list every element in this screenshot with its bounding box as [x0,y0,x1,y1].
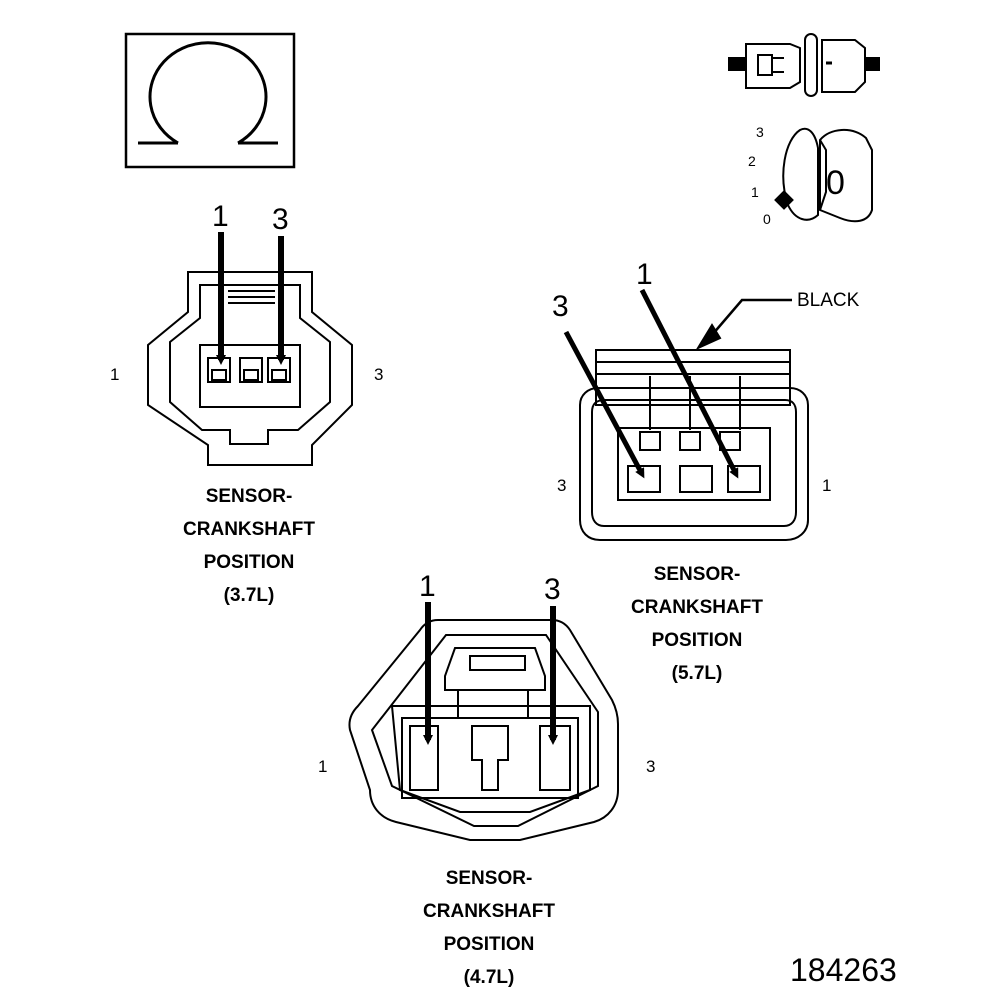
c57-side-label-right: 1 [822,476,832,495]
c47-caption-line: (4.7L) [463,967,515,988]
c57-caption-line: CRANKSHAFT [631,597,763,618]
c47-arrow-label-left: 1 [419,570,436,603]
c37-caption-line: POSITION [203,552,295,573]
c47-caption: SENSOR- CRANKSHAFT POSITION (4.7L) [389,862,589,994]
c47-caption-line: SENSOR- [445,868,533,889]
c57-arrow-label-left: 3 [552,290,569,323]
connector-5-7l [563,288,809,541]
c37-caption-line: CRANKSHAFT [183,519,315,540]
ignition-position-0: 0 [763,211,771,227]
figure-number: 184263 [790,952,897,988]
ignition-position-2: 2 [748,153,756,169]
c37-caption-line: SENSOR- [205,486,293,507]
c57-color-label: BLACK [797,290,860,311]
c47-side-label-left: 1 [318,757,328,776]
ignition-position-3: 3 [756,124,764,140]
c57-caption-line: SENSOR- [653,564,741,585]
c37-arrow-label-left: 1 [212,200,229,233]
ignition-key-icon [774,127,873,223]
ignition-position-1: 1 [751,184,759,200]
connector-3-7l [147,232,353,466]
c57-caption: SENSOR- CRANKSHAFT POSITION (5.7L) [597,558,797,690]
c57-caption-line: POSITION [651,630,743,651]
c47-arrow-label-right: 3 [544,573,561,606]
c37-caption-line: (3.7L) [223,585,275,606]
c57-caption-line: (5.7L) [671,663,723,684]
connector-4-7l [348,602,619,841]
c37-arrow-label-right: 3 [272,203,289,236]
c47-caption-line: CRANKSHAFT [423,901,555,922]
c57-arrow-label-right: 1 [636,258,653,291]
c47-caption-line: POSITION [443,934,535,955]
c37-side-label-left: 1 [110,365,120,384]
c37-side-label-right: 3 [374,365,384,384]
connector-icon [728,33,880,97]
ohmmeter-icon [124,32,296,169]
ignition-key-label: 0 [826,164,845,202]
c47-side-label-right: 3 [646,757,656,776]
c37-caption: SENSOR- CRANKSHAFT POSITION (3.7L) [149,480,349,612]
c57-side-label-left: 3 [557,476,567,495]
